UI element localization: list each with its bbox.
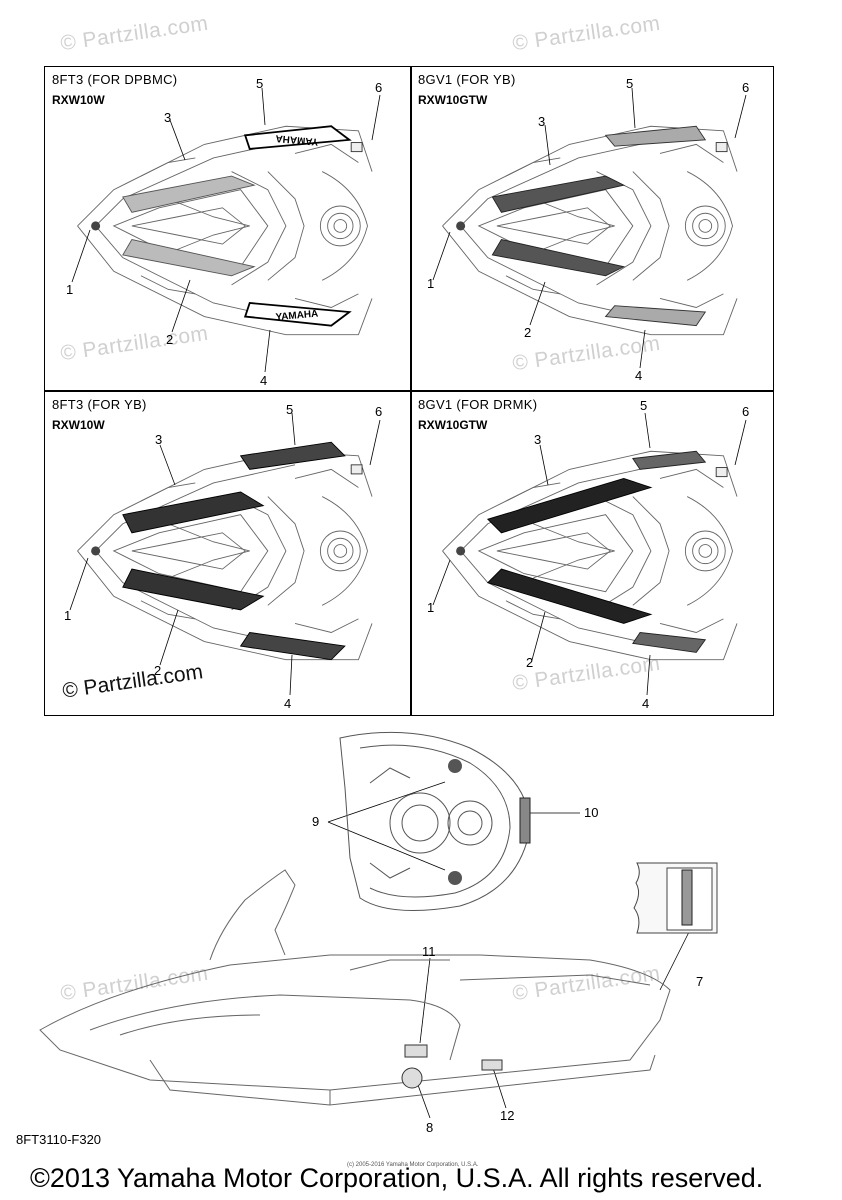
callout-1: 1	[427, 600, 435, 615]
callout-4: 4	[635, 368, 643, 383]
small-copyright: (c) 2005-2016 Yamaha Motor Corporation, …	[347, 1162, 479, 1168]
callout-6: 6	[742, 404, 750, 419]
callout-1: 1	[427, 276, 435, 291]
callout-2: 2	[154, 663, 162, 678]
panel-3-drawing	[50, 441, 395, 661]
yamaha-logo-text: YAMAHA	[275, 132, 319, 147]
callout-4: 4	[260, 373, 268, 388]
panel-3-model: RXW10W	[52, 418, 105, 432]
callout-4: 4	[284, 696, 292, 711]
callout-5: 5	[256, 76, 264, 91]
diagram-id: 8FT3110-F320	[16, 1132, 102, 1147]
panel-4-drawing	[415, 450, 760, 705]
callout-6: 6	[742, 80, 750, 95]
callout-2: 2	[524, 325, 532, 340]
deck-top-view	[339, 731, 531, 911]
callout-2: 2	[526, 655, 534, 670]
footer-copyright: ©2013 Yamaha Motor Corporation, U.S.A. A…	[30, 1163, 764, 1193]
callout-9: 9	[312, 814, 320, 829]
callout-5: 5	[640, 398, 648, 413]
yamaha-logo-text: YAMAHA	[275, 309, 319, 324]
callout-10: 10	[584, 805, 599, 820]
callout-5: 5	[286, 402, 294, 417]
callout-3: 3	[534, 432, 542, 447]
callout-5: 5	[626, 76, 634, 91]
callout-6: 6	[375, 80, 383, 95]
callout-1: 1	[64, 608, 72, 623]
watercraft-side-view	[39, 869, 671, 1106]
panel-1-model: RXW10W	[52, 93, 105, 107]
callout-3: 3	[155, 432, 163, 447]
panel-1-drawing: YAMAHA YAMAHA	[50, 125, 395, 380]
grid-divider	[45, 390, 773, 392]
panel-2-title: 8GV1 (FOR YB)	[418, 72, 516, 87]
callout-7: 7	[696, 974, 704, 989]
callout-3: 3	[164, 110, 172, 125]
callout-11: 11	[422, 944, 436, 959]
panel-4-model: RXW10GTW	[418, 418, 488, 432]
panel-2-model: RXW10GTW	[418, 93, 488, 107]
callout-4: 4	[642, 696, 650, 711]
callout-1: 1	[66, 282, 74, 297]
panel-3-title: 8FT3 (FOR YB)	[52, 397, 147, 412]
callout-6: 6	[375, 404, 383, 419]
label-detail-view	[633, 862, 718, 934]
callout-3: 3	[538, 114, 546, 129]
panel-4-title: 8GV1 (FOR DRMK)	[418, 397, 538, 412]
decal-panels-grid	[44, 66, 774, 716]
callout-8: 8	[426, 1120, 434, 1135]
callout-2: 2	[166, 332, 174, 347]
callout-12: 12	[500, 1108, 515, 1123]
panel-2-drawing	[415, 125, 760, 380]
panel-1-title: 8FT3 (FOR DPBMC)	[52, 72, 178, 87]
